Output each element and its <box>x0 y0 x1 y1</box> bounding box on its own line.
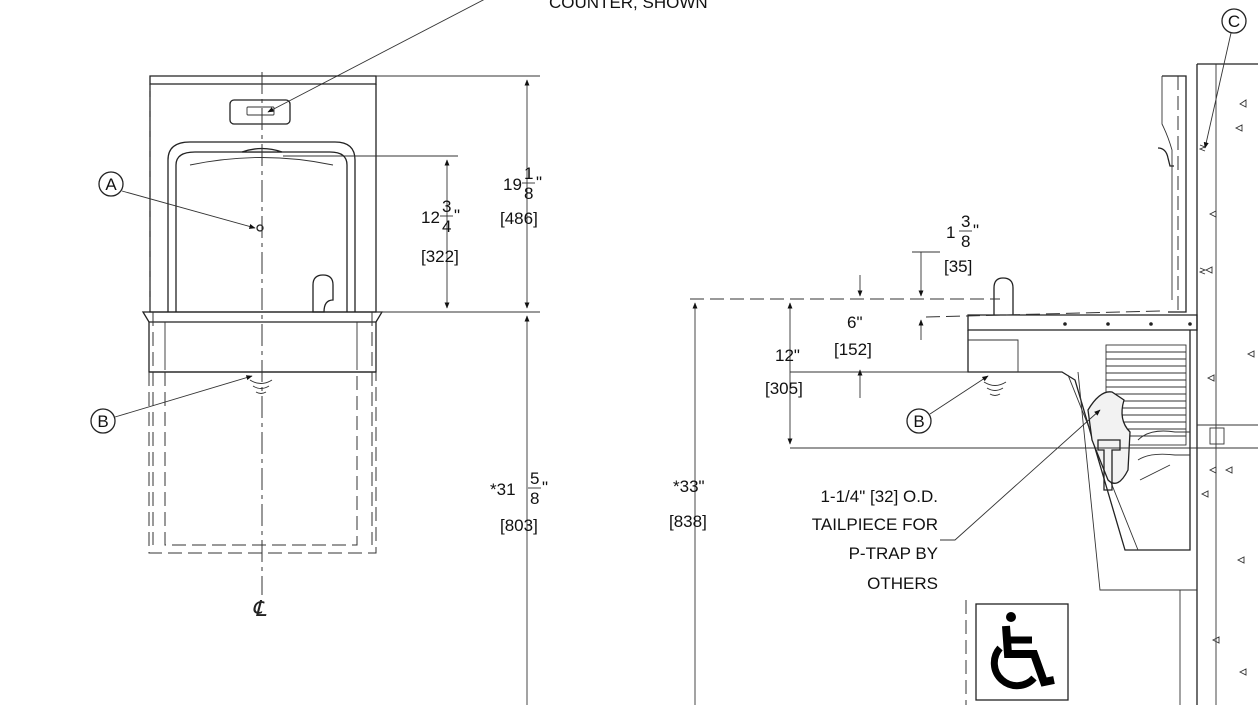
svg-text:12: 12 <box>421 208 440 227</box>
front-bubbler <box>312 274 334 313</box>
front-sensor-a <box>256 224 264 232</box>
svg-text:[803]: [803] <box>500 516 538 535</box>
svg-text:5: 5 <box>530 469 539 488</box>
front-sensor-b-waves <box>249 379 273 394</box>
front-dimensions <box>283 75 540 705</box>
svg-text:8: 8 <box>961 232 970 251</box>
svg-text:OTHERS: OTHERS <box>867 574 938 593</box>
svg-text:": " <box>454 206 460 225</box>
callout-b-front: B <box>90 375 253 434</box>
svg-text:C: C <box>1228 12 1240 31</box>
side-filler-housing <box>1162 75 1187 313</box>
side-view <box>690 63 1258 705</box>
svg-text:6": 6" <box>847 313 863 332</box>
header-note: COUNTER, SHOWN <box>549 0 708 12</box>
side-dimensions <box>692 251 940 705</box>
side-fountain-body <box>967 330 1191 551</box>
svg-text:": " <box>536 173 542 192</box>
svg-text:[152]: [152] <box>834 340 872 359</box>
svg-text:8: 8 <box>524 184 533 203</box>
svg-text:[322]: [322] <box>421 247 459 266</box>
side-fountain-top <box>967 314 1198 331</box>
dim-side-floor: *33" [838] <box>669 477 707 531</box>
svg-text:[838]: [838] <box>669 512 707 531</box>
front-top-cap <box>149 75 377 85</box>
svg-text:[486]: [486] <box>500 209 538 228</box>
dim-front-basin: 12 3 4 " [322] <box>421 197 460 266</box>
side-wall <box>1196 63 1258 705</box>
front-display-window <box>246 106 275 116</box>
dim-side-six: 6" [152] <box>834 313 872 359</box>
front-basin-outer <box>167 141 356 312</box>
dim-side-twelve: 12" [305] <box>765 346 803 398</box>
dim-front-total: 19 1 8 " [486] <box>500 164 542 228</box>
svg-text:*33": *33" <box>673 477 705 496</box>
svg-text:P-TRAP BY: P-TRAP BY <box>849 544 938 563</box>
svg-text:12": 12" <box>775 346 800 365</box>
svg-text:8: 8 <box>530 489 539 508</box>
dim-side-spout: 1 3 8 " [35] <box>944 212 979 276</box>
dim-front-floor: *31 5 8 " [803] <box>490 469 548 535</box>
wheelchair-icon <box>975 603 1069 701</box>
callout-c: C <box>1203 8 1247 149</box>
front-upper-housing <box>149 84 377 313</box>
svg-text:B: B <box>913 412 924 431</box>
svg-text:TAILPIECE FOR: TAILPIECE FOR <box>812 515 938 534</box>
tailpiece-note: 1-1/4" [32] O.D. TAILPIECE FOR P-TRAP BY… <box>812 409 1101 593</box>
svg-text:[35]: [35] <box>944 257 972 276</box>
svg-text:A: A <box>105 175 117 194</box>
svg-text:1: 1 <box>946 223 955 242</box>
svg-text:*31: *31 <box>490 480 516 499</box>
side-sensor-b-waves <box>983 381 1007 396</box>
svg-text:19: 19 <box>503 175 522 194</box>
front-view: ℄ <box>141 72 384 622</box>
svg-text:3: 3 <box>442 197 451 216</box>
side-filler-nozzle <box>1157 147 1174 167</box>
callout-a: A <box>98 171 256 229</box>
svg-text:": " <box>542 478 548 497</box>
front-shroud <box>148 372 377 554</box>
side-tailpiece <box>1087 391 1131 484</box>
callout-b-side: B <box>906 375 989 434</box>
svg-text:": " <box>973 221 979 240</box>
svg-text:[305]: [305] <box>765 379 803 398</box>
svg-text:1-1/4" [32] O.D.: 1-1/4" [32] O.D. <box>820 487 938 506</box>
header-leader <box>267 0 485 113</box>
centerline-symbol: ℄ <box>252 597 267 622</box>
svg-text:1: 1 <box>524 164 533 183</box>
svg-text:3: 3 <box>961 212 970 231</box>
svg-text:4: 4 <box>442 217 451 236</box>
svg-text:B: B <box>97 412 108 431</box>
front-display-panel <box>229 99 291 125</box>
side-bubbler <box>993 277 1014 315</box>
